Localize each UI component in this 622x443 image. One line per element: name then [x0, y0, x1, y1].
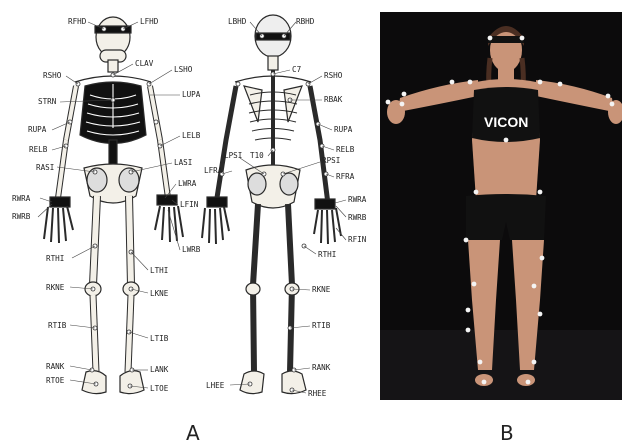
label-clav: CLAV	[135, 59, 154, 68]
label-back-rtib: RTIB	[312, 321, 331, 330]
label-ltib: LTIB	[150, 334, 169, 343]
label-lwrb: LWRB	[182, 245, 201, 254]
label-lbhd: LBHD	[228, 17, 247, 26]
label-rthi: RTHI	[46, 254, 64, 263]
label-relb: RELB	[29, 145, 48, 154]
panel-label-a: A	[186, 421, 200, 443]
label-lasi: LASI	[174, 158, 192, 167]
label-rtoe: RTOE	[46, 376, 65, 385]
label-lhee: LHEE	[206, 381, 225, 390]
label-lfra: LFRA	[204, 166, 223, 175]
label-t10: T10	[250, 151, 264, 160]
label-lkne: LKNE	[150, 289, 169, 298]
subject-photo: VICON	[380, 12, 622, 400]
label-back-rupa: RUPA	[334, 125, 353, 134]
label-rwra: RWRA	[12, 194, 31, 203]
label-lfhd: LFHD	[140, 17, 159, 26]
label-back-rkne: RKNE	[312, 285, 331, 294]
label-c7: C7	[292, 65, 301, 74]
label-rpsi: RPSI	[322, 156, 340, 165]
label-lsho: LSHO	[174, 65, 193, 74]
label-rsho: RSHO	[43, 71, 62, 80]
label-rbhd: RBHD	[296, 17, 315, 26]
label-rfin: RFIN	[348, 235, 367, 244]
label-rbak: RBAK	[324, 95, 343, 104]
label-ltoe: LTOE	[150, 384, 169, 393]
label-strn: STRN	[38, 97, 57, 106]
shirt-text: VICON	[484, 114, 528, 130]
label-back-rthi: RTHI	[318, 250, 336, 259]
label-rupa: RUPA	[28, 125, 47, 134]
label-lupa: LUPA	[182, 90, 201, 99]
label-rfhd: RFHD	[68, 17, 87, 26]
label-lank: LANK	[150, 365, 169, 374]
label-back-relb: RELB	[336, 145, 355, 154]
label-rwrb: RWRB	[12, 212, 31, 221]
label-rhee: RHEE	[308, 389, 327, 398]
label-back-rwra: RWRA	[348, 195, 367, 204]
label-rtib: RTIB	[48, 321, 67, 330]
label-rank: RANK	[46, 362, 65, 371]
panel-label-b: B	[500, 421, 514, 443]
label-lfin: LFIN	[180, 200, 199, 209]
label-rasi: RASI	[36, 163, 54, 172]
label-lpsi: LPSI	[224, 151, 242, 160]
label-back-rank: RANK	[312, 363, 331, 372]
label-back-rsho: RSHO	[324, 71, 343, 80]
label-rfra: RFRA	[336, 172, 355, 181]
label-lwra: LWRA	[178, 179, 197, 188]
label-lelb: LELB	[182, 131, 201, 140]
label-rkne: RKNE	[46, 283, 65, 292]
label-lthi: LTHI	[150, 266, 168, 275]
label-back-rwrb: RWRB	[348, 213, 367, 222]
back-skeleton	[202, 15, 341, 394]
